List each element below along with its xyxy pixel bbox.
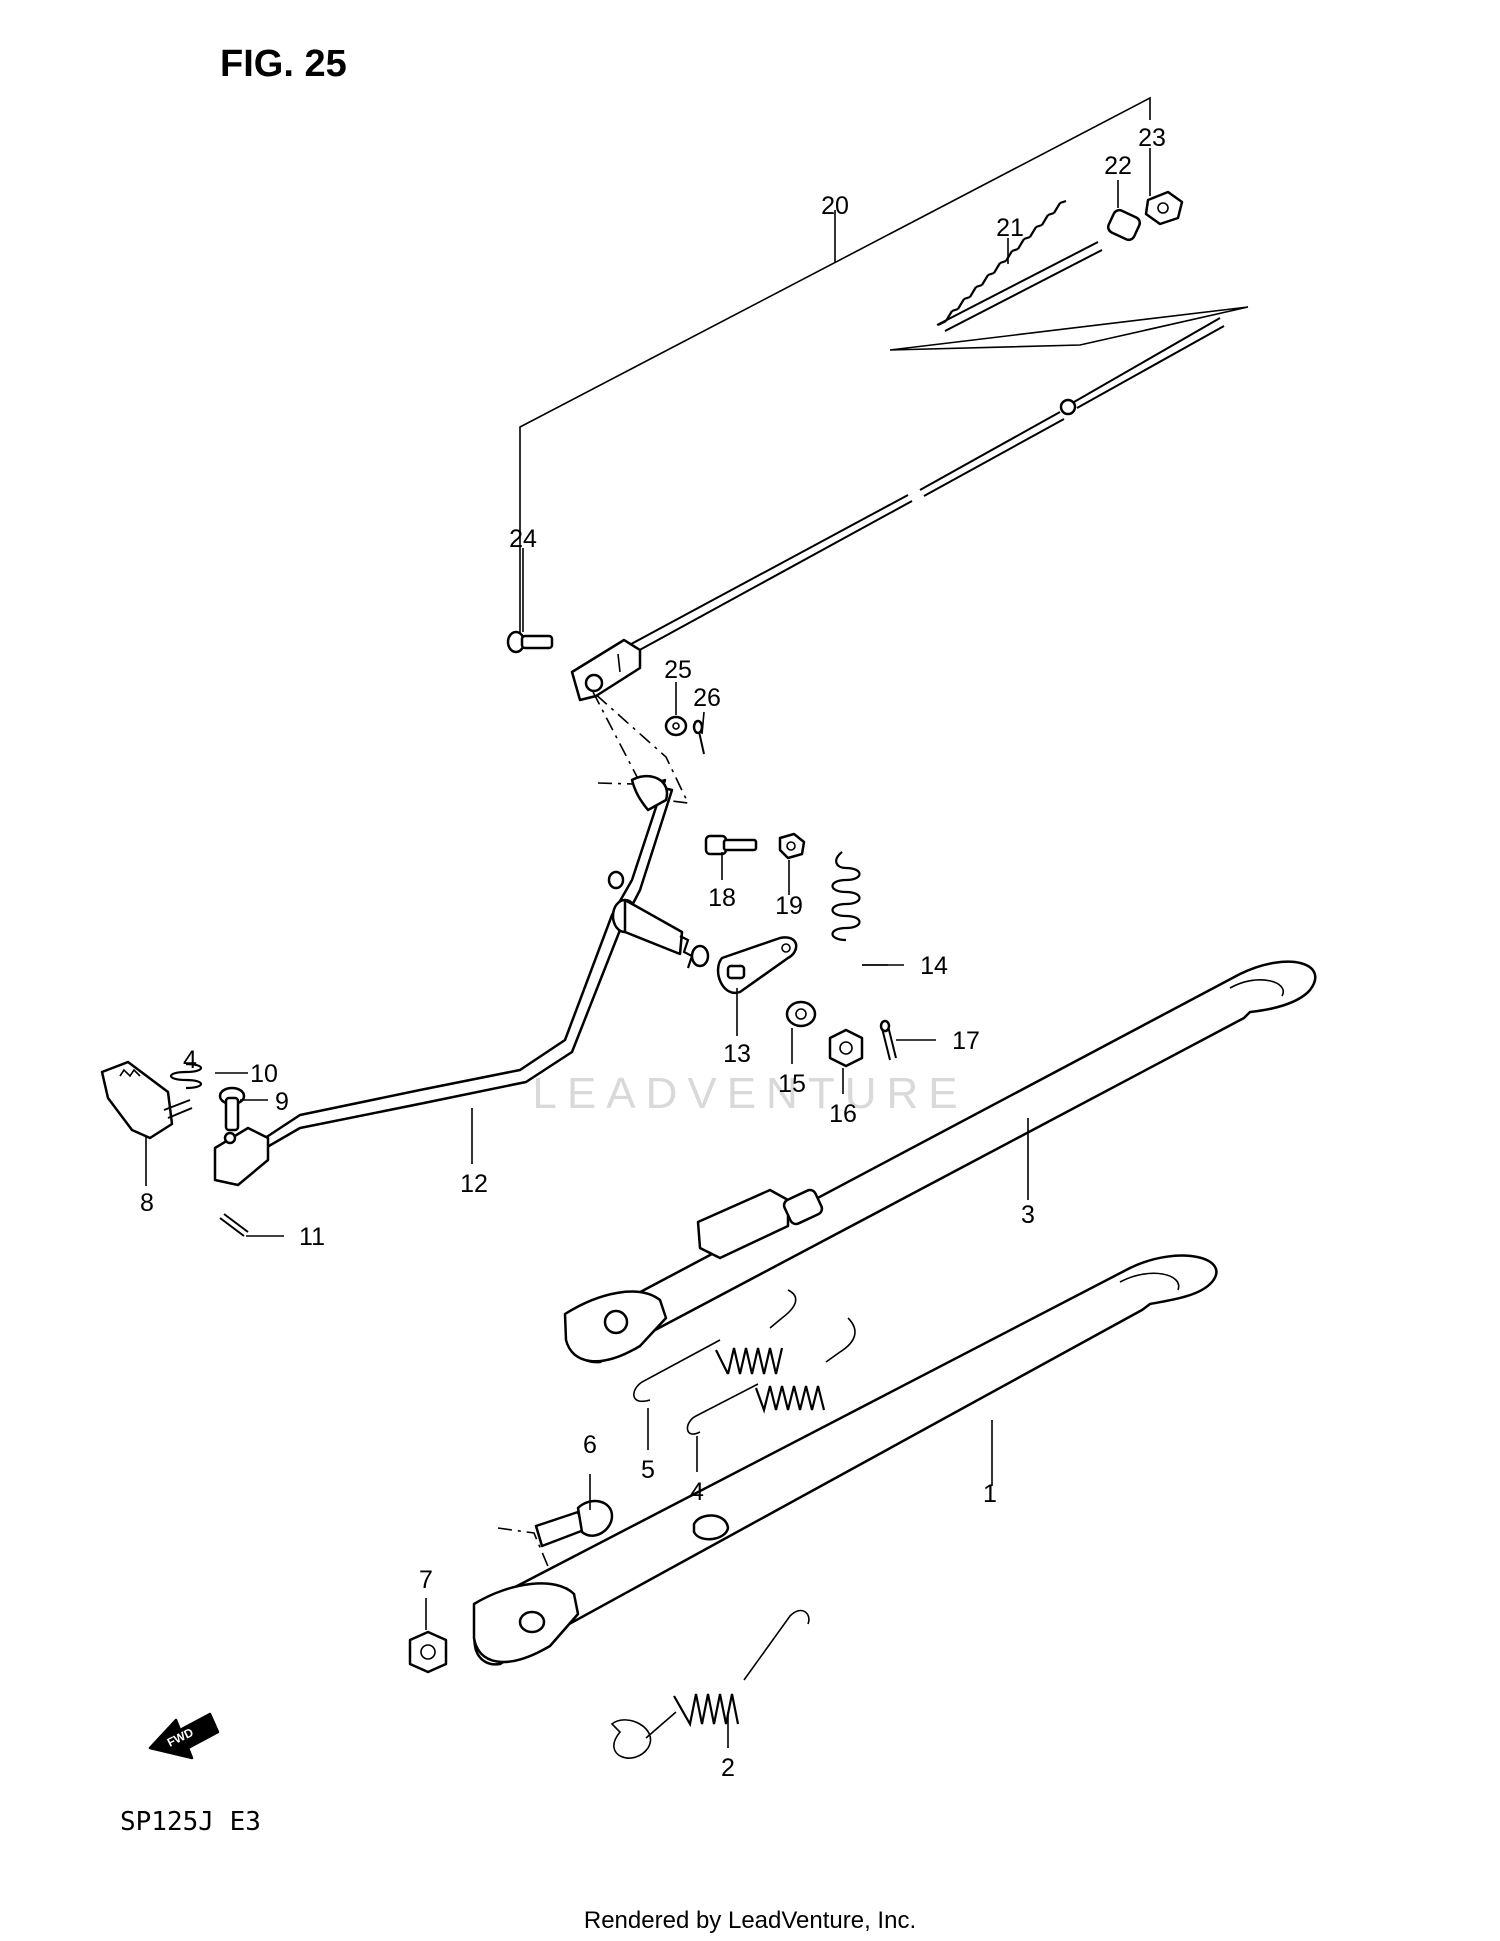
washer-15 bbox=[785, 1000, 817, 1028]
model-code: SP125J E3 bbox=[120, 1807, 261, 1837]
callout-25: 25 bbox=[664, 656, 692, 684]
callout-4b: 4 bbox=[183, 1046, 197, 1074]
callout-4a: 4 bbox=[690, 1478, 704, 1506]
watermark: LEADVENTURE bbox=[532, 1069, 967, 1118]
cable-sleeve-22 bbox=[1106, 208, 1142, 242]
brake-cable-rod-20 bbox=[619, 317, 1225, 659]
cable-spring-21 bbox=[936, 199, 1103, 332]
brake-switch-8 bbox=[100, 1060, 193, 1140]
callout-11: 11 bbox=[299, 1223, 325, 1251]
callout-12: 12 bbox=[460, 1170, 488, 1198]
cable-clevis bbox=[570, 638, 642, 702]
callout-26: 26 bbox=[693, 684, 721, 712]
callout-20: 20 bbox=[821, 192, 849, 220]
callouts: 20 21 22 23 24 25 26 18 19 14 13 15 17 1… bbox=[140, 124, 1166, 1782]
fwd-arrow-icon: FWD bbox=[148, 1712, 220, 1760]
assembly-line-clevis bbox=[592, 691, 690, 804]
side-stand-1 bbox=[472, 1254, 1218, 1666]
brake-pedal-12 bbox=[213, 774, 674, 1187]
callout-14: 14 bbox=[920, 952, 948, 980]
switch-spring-10 bbox=[169, 1062, 203, 1090]
callout-15: 15 bbox=[778, 1070, 806, 1098]
callout-22: 22 bbox=[1104, 152, 1132, 180]
callout-17: 17 bbox=[952, 1027, 980, 1055]
callout-16: 16 bbox=[829, 1100, 857, 1128]
washer-25 bbox=[664, 715, 688, 737]
assembly-line-stand bbox=[497, 1527, 561, 1619]
figure-title: FIG. 25 bbox=[220, 43, 347, 85]
pivot-nut-7 bbox=[408, 1630, 448, 1674]
callout-7: 7 bbox=[419, 1566, 433, 1594]
side-stand-3 bbox=[563, 960, 1317, 1364]
switch-plate-13 bbox=[716, 936, 798, 995]
cable-assembly-bracket bbox=[519, 96, 1249, 650]
callout-9: 9 bbox=[275, 1088, 289, 1116]
callout-21: 21 bbox=[996, 214, 1024, 242]
castle-nut-16 bbox=[828, 1028, 864, 1068]
callout-24: 24 bbox=[509, 525, 537, 553]
bolt-18 bbox=[704, 834, 758, 856]
cotter-pin-17 bbox=[879, 1019, 897, 1061]
callout-19: 19 bbox=[775, 892, 803, 920]
stand-spring-4 bbox=[686, 1317, 856, 1435]
callout-3: 3 bbox=[1021, 1201, 1035, 1229]
callout-10: 10 bbox=[250, 1060, 278, 1088]
spring-14 bbox=[831, 851, 888, 966]
callout-1: 1 bbox=[983, 1480, 997, 1508]
cotter-pin-11 bbox=[219, 1213, 249, 1237]
stand-spring-5 bbox=[633, 1289, 797, 1403]
leader-lines bbox=[145, 148, 1151, 1748]
pedal-pivot-shaft bbox=[611, 898, 710, 969]
callout-8: 8 bbox=[140, 1189, 154, 1217]
clevis-pin-24 bbox=[506, 630, 554, 654]
footer-credit: Rendered by LeadVenture, Inc. bbox=[584, 1907, 916, 1934]
callout-13: 13 bbox=[723, 1040, 751, 1068]
callout-2: 2 bbox=[721, 1754, 735, 1782]
pin-9 bbox=[218, 1086, 246, 1132]
callout-18: 18 bbox=[708, 884, 736, 912]
pivot-bolt-6 bbox=[534, 1499, 614, 1548]
adjuster-nut-23 bbox=[1144, 190, 1184, 226]
callout-23: 23 bbox=[1138, 124, 1166, 152]
nut-19 bbox=[778, 832, 806, 860]
callout-5: 5 bbox=[641, 1456, 655, 1484]
callout-6: 6 bbox=[583, 1431, 597, 1459]
stand-spring-2 bbox=[610, 1609, 810, 1759]
